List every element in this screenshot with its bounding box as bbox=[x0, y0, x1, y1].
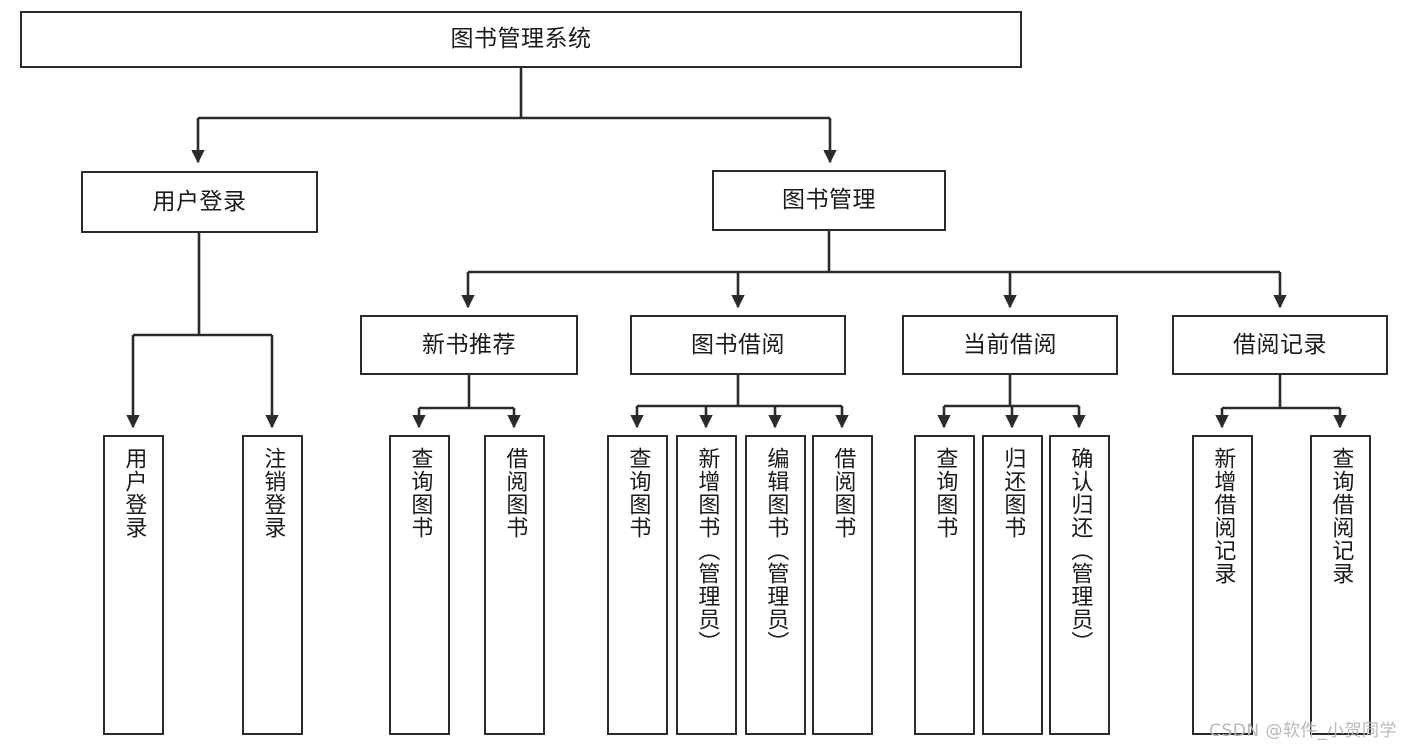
node-book-management[interactable]: 图书管理 bbox=[712, 170, 946, 231]
leaf-borrow-query-book[interactable]: 查询图书 bbox=[607, 435, 668, 735]
leaf-user-logout[interactable]: 注销登录 bbox=[242, 435, 303, 735]
node-book-borrow[interactable]: 图书借阅 bbox=[630, 315, 846, 375]
node-new-book-recommend[interactable]: 新书推荐 bbox=[360, 315, 578, 375]
node-label: 用户登录 bbox=[152, 188, 247, 215]
node-root-system[interactable]: 图书管理系统 bbox=[20, 11, 1022, 68]
node-label: 查询图书 bbox=[625, 447, 651, 539]
node-borrow-record[interactable]: 借阅记录 bbox=[1172, 315, 1388, 375]
leaf-record-add-record[interactable]: 新增借阅记录 bbox=[1192, 435, 1253, 735]
node-label: 新书推荐 bbox=[422, 331, 516, 358]
node-label: 当前借阅 bbox=[963, 331, 1057, 358]
node-label: 借阅图书 bbox=[830, 447, 856, 539]
leaf-borrow-borrow-book[interactable]: 借阅图书 bbox=[812, 435, 873, 735]
node-label: 查询图书 bbox=[932, 447, 958, 539]
node-label: 确认归还（管理员） bbox=[1067, 447, 1093, 654]
leaf-borrow-add-book-admin[interactable]: 新增图书（管理员） bbox=[676, 435, 737, 735]
leaf-borrow-edit-book-admin[interactable]: 编辑图书（管理员） bbox=[745, 435, 806, 735]
leaf-recommend-borrow-book[interactable]: 借阅图书 bbox=[484, 435, 545, 735]
leaf-current-confirm-return-admin[interactable]: 确认归还（管理员） bbox=[1049, 435, 1110, 735]
node-label: 编辑图书（管理员） bbox=[763, 447, 789, 654]
node-label: 借阅图书 bbox=[502, 447, 528, 539]
node-label: 图书管理系统 bbox=[450, 26, 592, 53]
leaf-record-query-record[interactable]: 查询借阅记录 bbox=[1310, 435, 1371, 735]
node-current-borrow[interactable]: 当前借阅 bbox=[902, 315, 1118, 375]
leaf-user-login[interactable]: 用户登录 bbox=[103, 435, 164, 735]
node-label: 查询图书 bbox=[407, 447, 433, 539]
node-label: 归还图书 bbox=[1000, 447, 1026, 539]
node-label: 用户登录 bbox=[121, 447, 147, 539]
node-label: 查询借阅记录 bbox=[1328, 447, 1354, 585]
node-label: 借阅记录 bbox=[1233, 331, 1327, 358]
leaf-current-query-book[interactable]: 查询图书 bbox=[914, 435, 975, 735]
node-label: 注销登录 bbox=[260, 447, 286, 539]
leaf-recommend-query-book[interactable]: 查询图书 bbox=[389, 435, 450, 735]
node-label: 图书管理 bbox=[782, 187, 876, 214]
node-user-login[interactable]: 用户登录 bbox=[81, 171, 318, 233]
node-label: 图书借阅 bbox=[691, 331, 785, 358]
leaf-current-return-book[interactable]: 归还图书 bbox=[982, 435, 1043, 735]
node-label: 新增借阅记录 bbox=[1210, 447, 1236, 585]
node-label: 新增图书（管理员） bbox=[694, 447, 720, 654]
